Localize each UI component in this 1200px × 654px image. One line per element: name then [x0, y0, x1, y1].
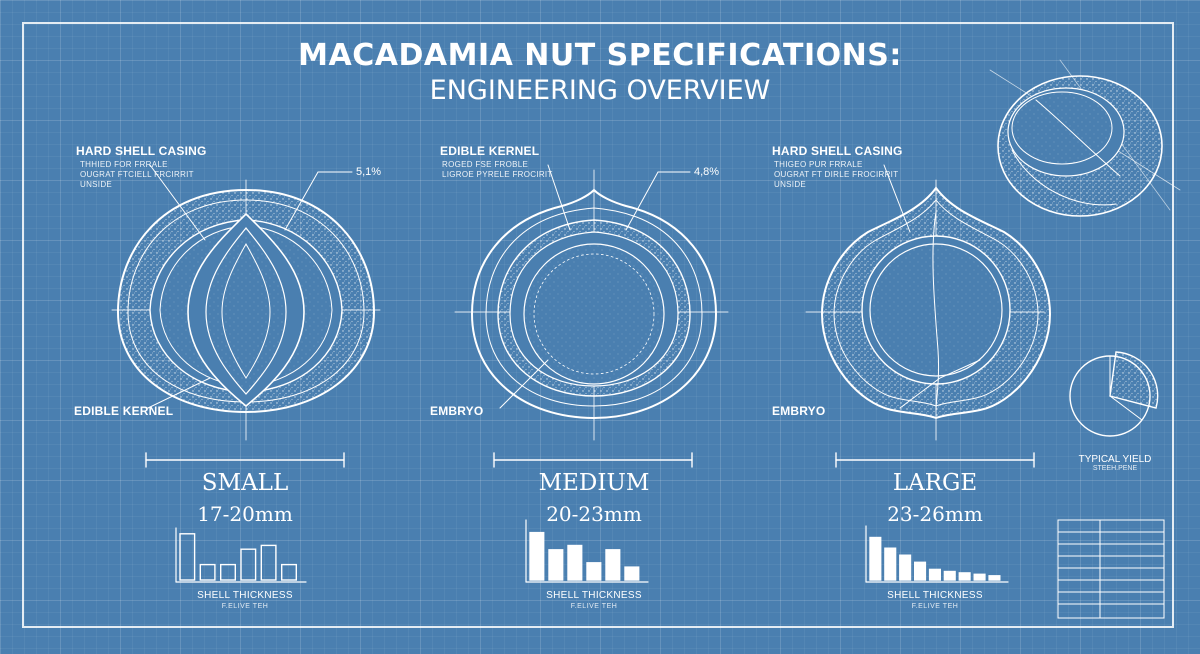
medium-bar-3: [567, 544, 583, 581]
large-chart-sub: F.ELIVE TEH: [911, 603, 959, 610]
small-bar-2: [199, 563, 216, 581]
small-size-name: SMALL: [201, 470, 289, 496]
medium-chart-axes: [525, 519, 649, 583]
small-chart-title: SHELL THICKNESS: [197, 590, 293, 601]
medium-bar-6: [624, 566, 640, 581]
title-line-2: ENGINEERING OVERVIEW: [429, 75, 771, 106]
large-top-label: HARD SHELL CASING: [772, 144, 903, 158]
medium-bar-1: [529, 531, 545, 581]
small-top-label: HARD SHELL CASING: [76, 144, 207, 158]
large-bar-4: [914, 561, 927, 581]
large-top-sub-1: THIGEO PUR FRRALE: [774, 160, 863, 169]
small-bar-4: [240, 548, 257, 581]
perspective-nut-sketch: [989, 59, 1181, 217]
spec-table: [1057, 519, 1165, 619]
large-bar-2: [884, 547, 897, 581]
medium-size-name: MEDIUM: [538, 470, 650, 496]
dimension-line-large: [835, 452, 1035, 468]
large-size-range: 23-26mm: [887, 502, 983, 526]
medium-chart-sub: F.ELIVE TEH: [570, 603, 618, 610]
large-top-sub-3: UNSIDE: [774, 180, 807, 189]
medium-bar-5: [605, 549, 621, 581]
small-percentage: 5,1%: [356, 166, 382, 178]
large-top-sub-2: OUGRAT FT DIRLE FROCIRRIT: [774, 170, 899, 179]
medium-bar-4: [586, 562, 602, 581]
large-size-name: LARGE: [892, 470, 978, 496]
small-bar-5: [260, 544, 277, 581]
small-chart-sub: F.ELIVE TEH: [221, 603, 269, 610]
small-top-sub-2: OUGRAT FTCIELL FRCIRRIT: [80, 170, 194, 179]
dimension-line-small: [145, 452, 345, 468]
large-bar-8: [973, 573, 986, 581]
medium-top-sub-1: ROGED FSE FROBLE: [442, 160, 529, 169]
small-bottom-label: EDIBLE KERNEL: [74, 404, 174, 418]
medium-nut-diagram: [454, 164, 729, 441]
large-bar-5: [928, 568, 941, 581]
small-bar-6: [281, 563, 298, 581]
small-bar-3: [219, 563, 236, 581]
medium-thickness-bars: [529, 531, 640, 581]
medium-percentage: 4,8%: [694, 166, 720, 178]
large-chart-title: SHELL THICKNESS: [887, 590, 983, 601]
medium-bottom-label: EMBRYO: [430, 404, 484, 418]
sheet-border: [22, 22, 1174, 628]
large-bar-7: [958, 572, 971, 581]
title-line-1: MACADAMIA NUT SPECIFICATIONS:: [298, 38, 902, 73]
large-bottom-label: EMBRYO: [772, 404, 826, 418]
yield-label: TYPICAL YIELD: [1078, 454, 1152, 465]
small-bar-1: [179, 533, 196, 581]
medium-bar-2: [548, 549, 564, 581]
large-bar-6: [943, 570, 956, 581]
large-bar-1: [869, 536, 882, 581]
small-top-sub-3: UNSIDE: [80, 180, 113, 189]
title-block: MACADAMIA NUT SPECIFICATIONS: ENGINEERIN…: [0, 38, 1200, 108]
medium-top-label: EDIBLE KERNEL: [440, 144, 540, 158]
yield-pie-chart: [1069, 351, 1159, 437]
yield-sub: STEEH.PENE: [1092, 465, 1138, 472]
medium-size-range: 20-23mm: [546, 502, 642, 526]
large-thickness-bars: [869, 536, 1001, 581]
small-chart-axes: [175, 527, 307, 583]
large-nut-diagram: [805, 164, 1052, 441]
medium-top-sub-2: LIGROE PYRELE FROCIRIT: [442, 170, 553, 179]
small-top-sub-1: THHIED FOR FRRALE: [80, 160, 168, 169]
dimension-line-medium: [493, 452, 693, 468]
small-size-range: 17-20mm: [197, 502, 293, 526]
small-thickness-bars: [179, 533, 298, 581]
large-bar-9: [988, 575, 1001, 581]
small-nut-diagram: [111, 164, 381, 441]
medium-chart-title: SHELL THICKNESS: [546, 590, 642, 601]
large-bar-3: [899, 554, 912, 581]
large-chart-axes: [865, 525, 1009, 583]
